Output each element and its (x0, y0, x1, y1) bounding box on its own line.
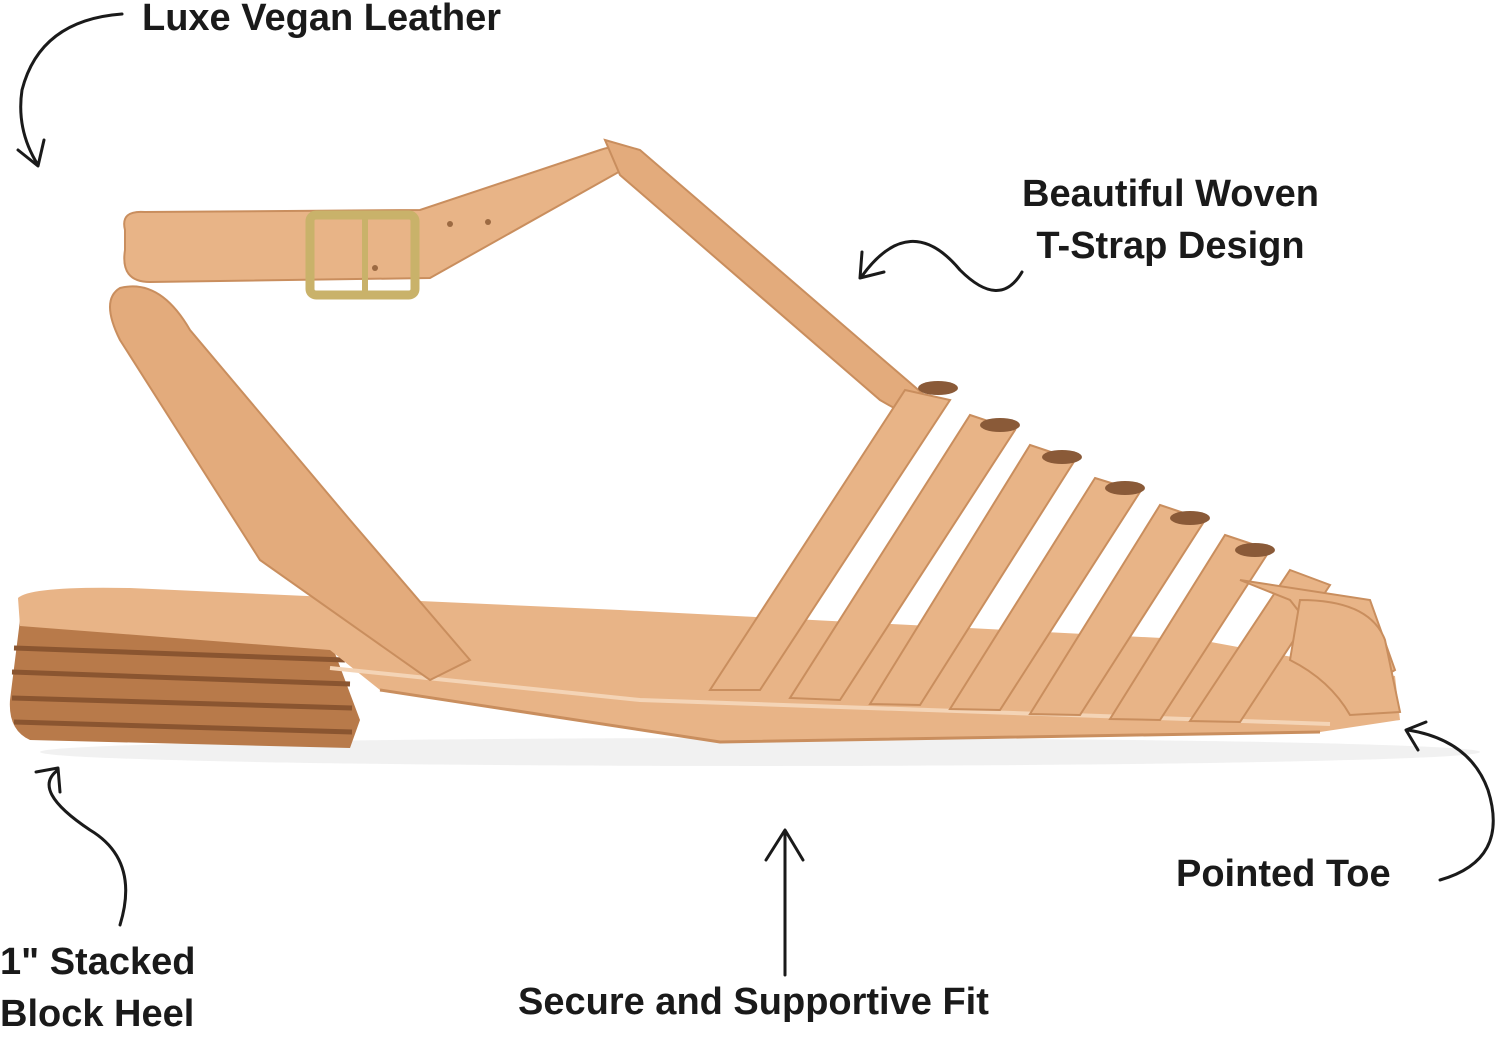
t-strap (603, 138, 932, 422)
toe-cap (1288, 598, 1402, 717)
arrow-fit-icon (764, 828, 805, 977)
arrow-toe-icon (1404, 720, 1495, 882)
callout-text: Secure and Supportive Fit (518, 981, 989, 1023)
callout-text-line1: Beautiful Woven (1022, 173, 1319, 215)
callout-pointed-toe: Pointed Toe (1176, 848, 1391, 900)
callout-text-line2: Block Heel (0, 993, 195, 1035)
callout-stacked-block-heel: 1" Stacked Block Heel (0, 936, 195, 1040)
callout-luxe-vegan-leather: Luxe Vegan Leather (142, 0, 501, 44)
callout-text-line2: T-Strap Design (1036, 225, 1305, 267)
arrow-woven-icon (858, 240, 1024, 292)
callout-woven-t-strap: Beautiful Woven T-Strap Design (1022, 168, 1319, 272)
callout-text-line1: 1" Stacked (0, 941, 196, 983)
callout-text: Pointed Toe (1176, 853, 1391, 895)
heel-counter-strap (109, 285, 472, 682)
stacked-block-heel (9, 620, 360, 748)
ankle-strap (123, 145, 642, 300)
arrow-leather-icon (16, 12, 124, 168)
callout-text: Luxe Vegan Leather (142, 0, 502, 39)
arrow-heel-icon (34, 766, 128, 927)
callout-secure-supportive-fit: Secure and Supportive Fit (518, 976, 989, 1028)
